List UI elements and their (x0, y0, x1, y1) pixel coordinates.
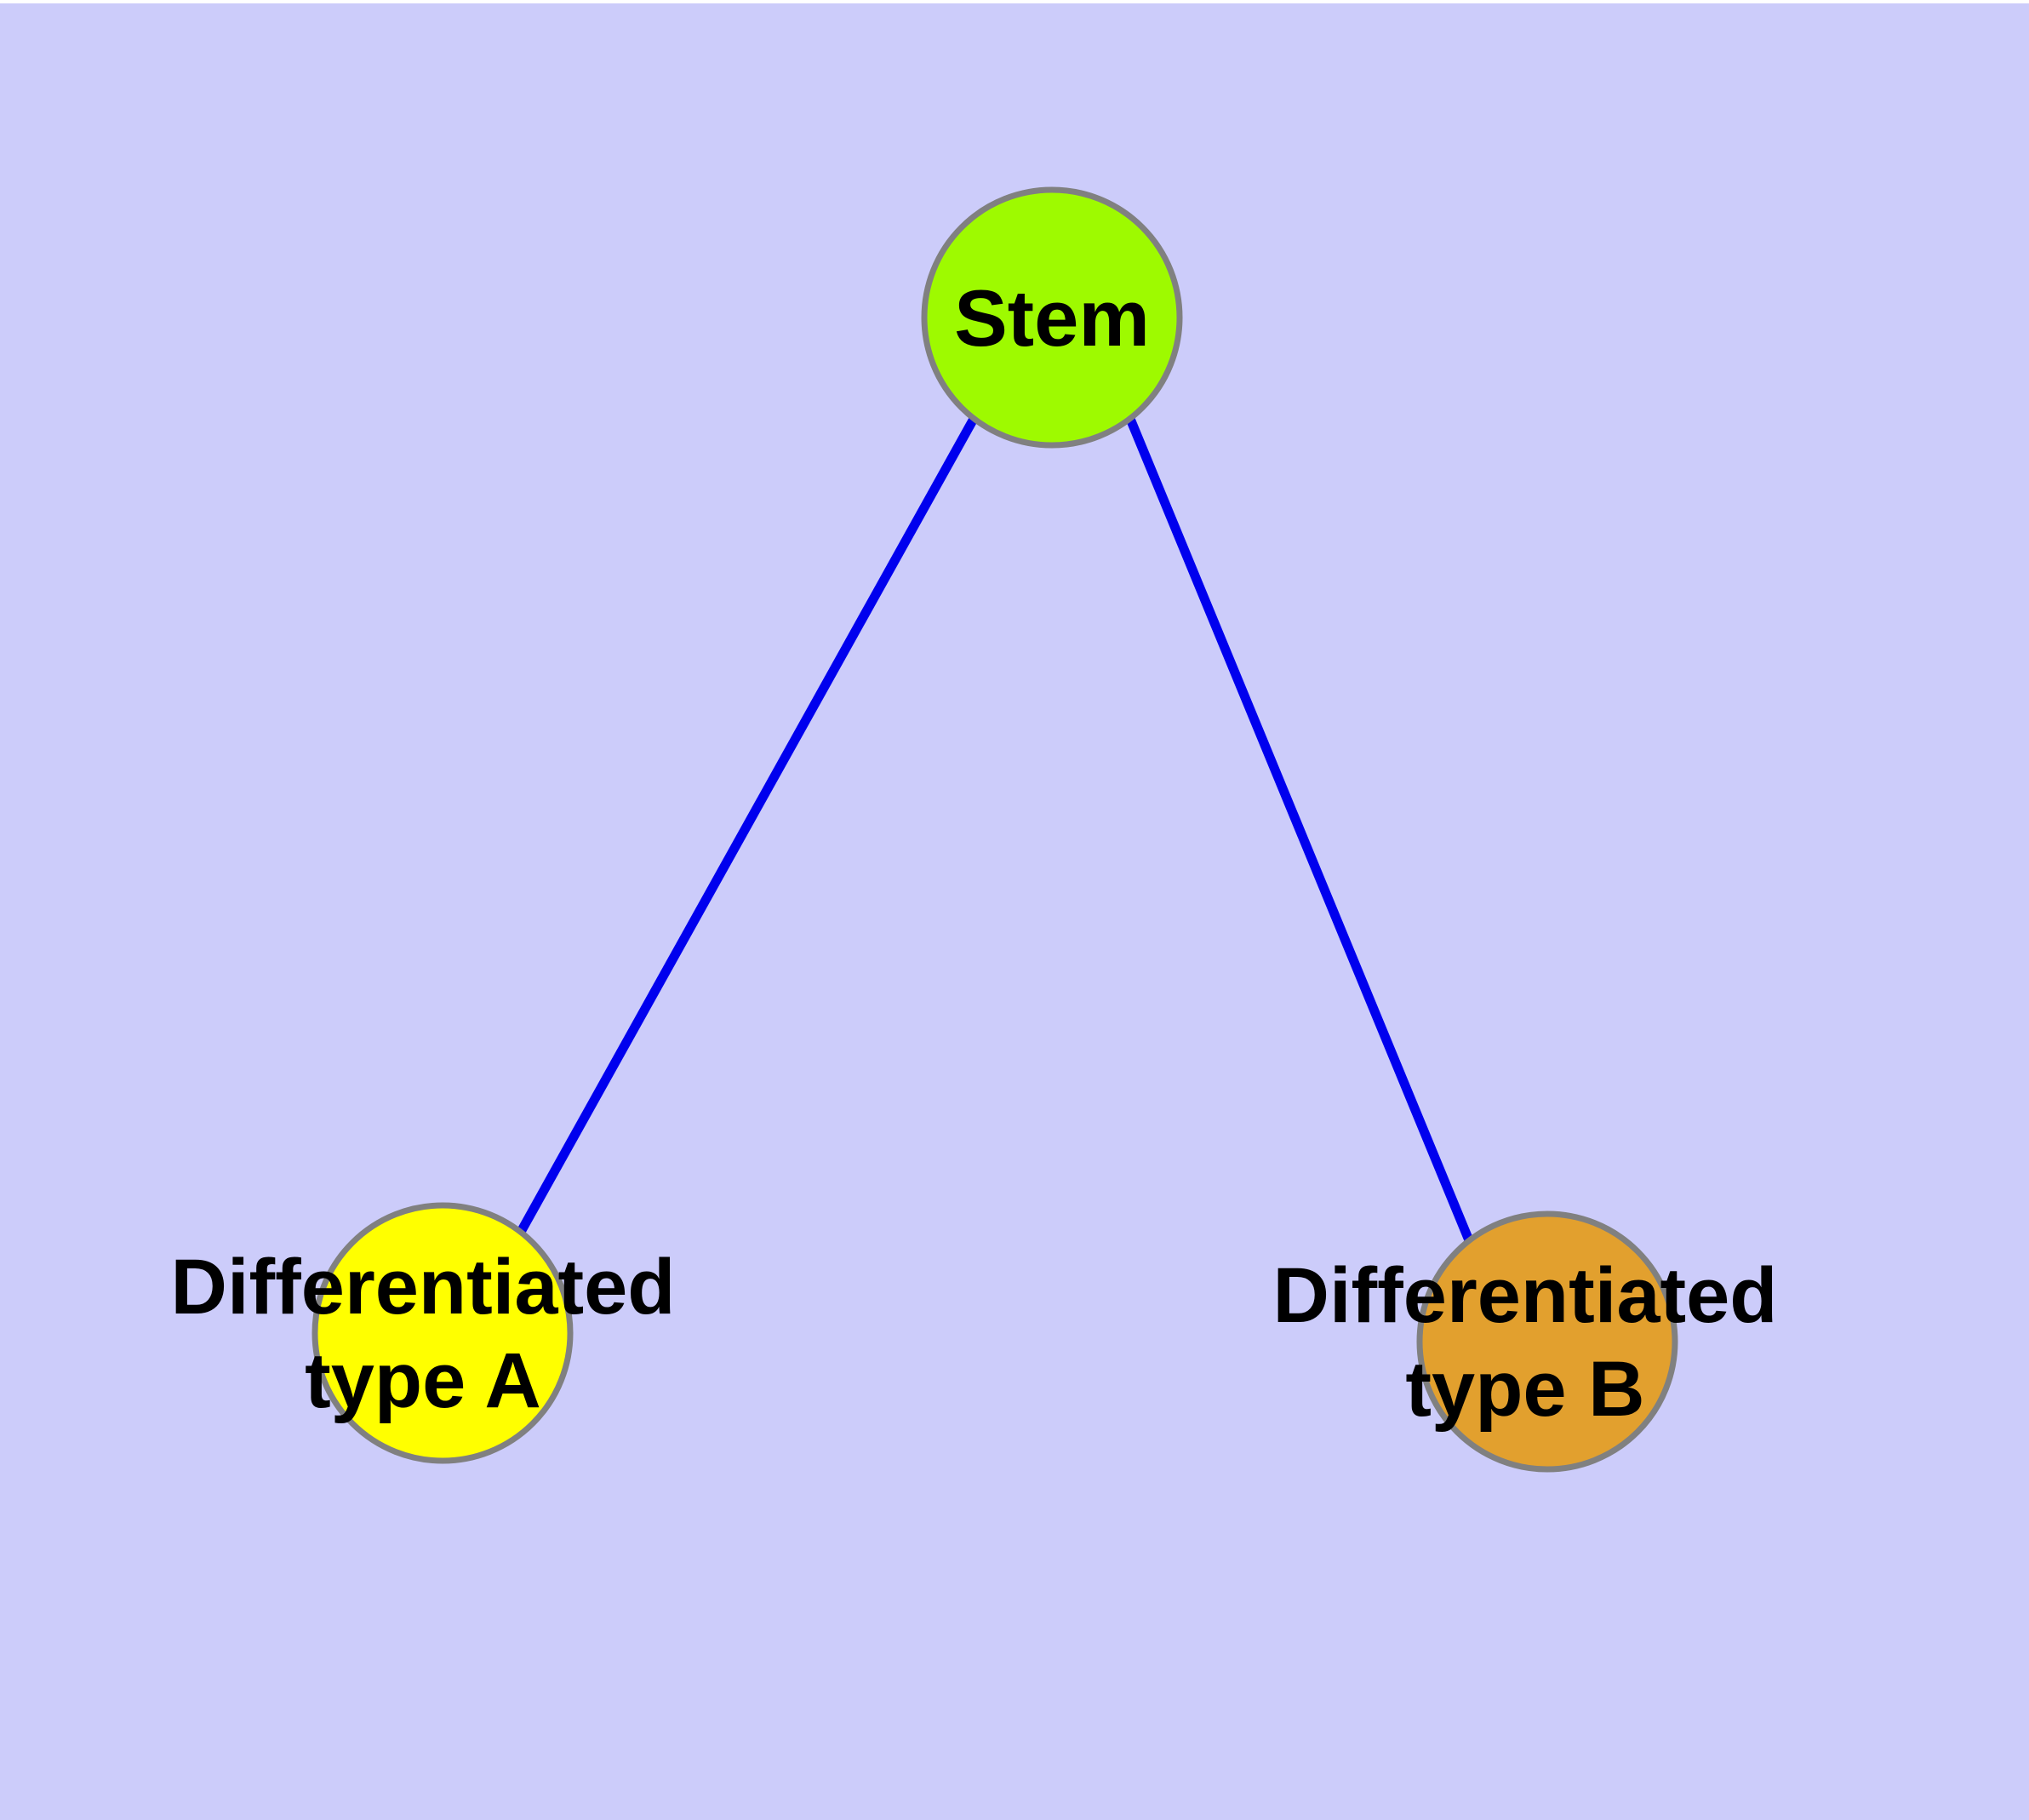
edge-layer (517, 416, 1474, 1243)
node-label-line: type B (1405, 1346, 1644, 1433)
node-label-line: Differentiated (171, 1244, 676, 1331)
node-layer (311, 186, 1678, 1473)
edge-stem-to-differentiated-type-a[interactable] (517, 416, 978, 1234)
node-stem[interactable] (921, 186, 1183, 449)
node-label-line: Differentiated (1273, 1252, 1778, 1339)
node-differentiated-type-a[interactable] (311, 1202, 574, 1464)
edge-stem-to-differentiated-type-b[interactable] (1125, 416, 1474, 1243)
node-label-line: type A (305, 1337, 541, 1424)
node-label-line: Stem (954, 273, 1150, 363)
node-differentiated-type-b[interactable] (1416, 1210, 1678, 1473)
node-label-stem: Stem (954, 273, 1150, 363)
